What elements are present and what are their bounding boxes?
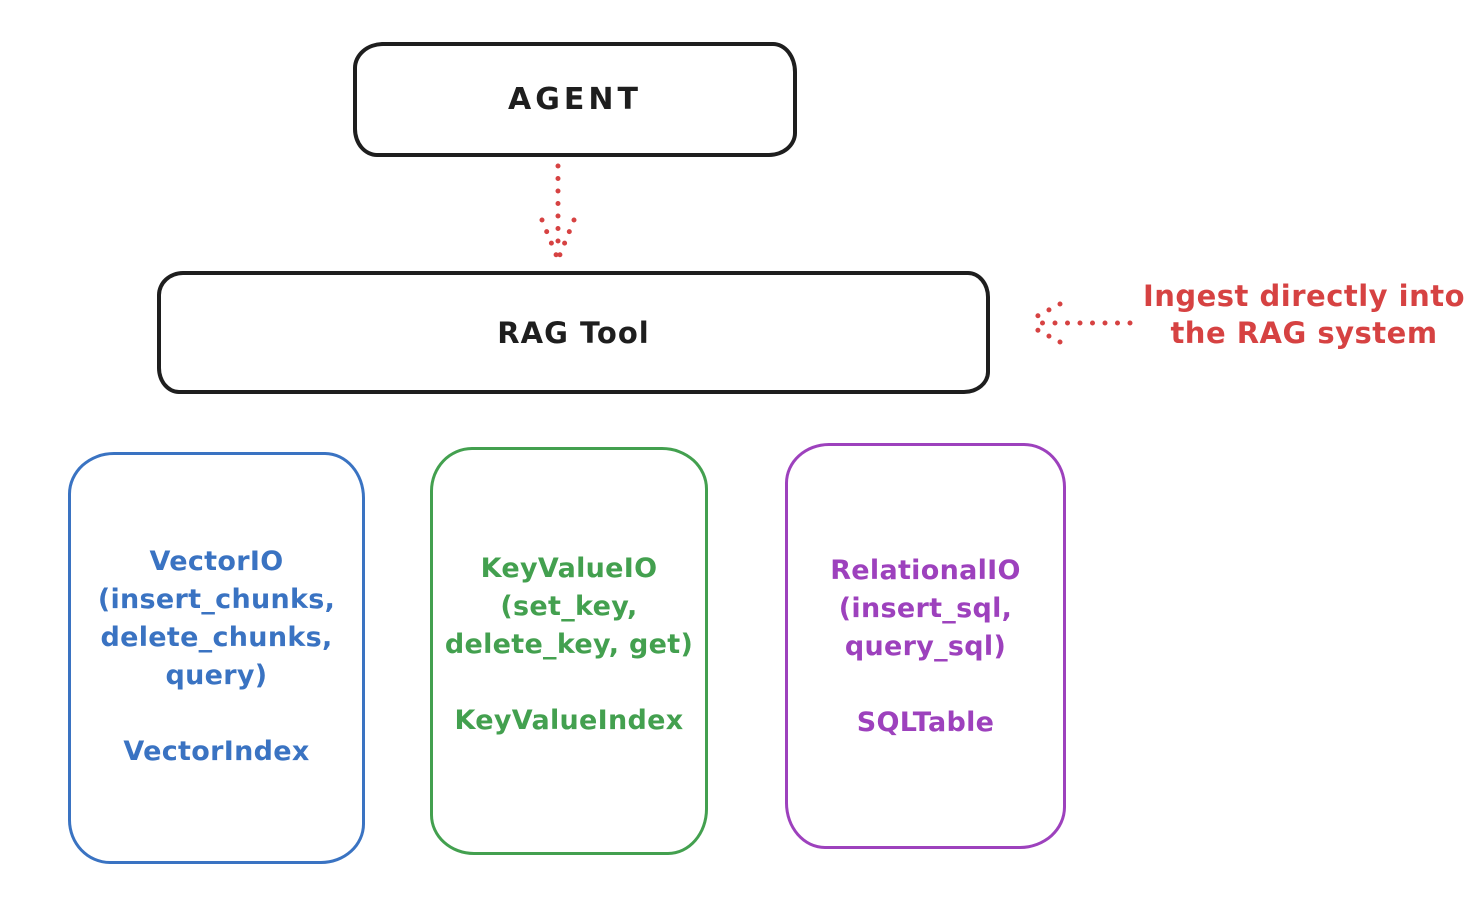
vector-io-box[interactable]: VectorIO (insert_chunks, delete_chunks, … [68, 452, 365, 864]
dotted-arrow-down-icon[interactable] [524, 158, 592, 266]
backend-line: KeyValueIO [480, 553, 658, 584]
backend-line: (insert_chunks, [97, 584, 336, 615]
sql-table-label: SQLTable [856, 707, 995, 738]
agent-node[interactable]: AGENT [353, 42, 797, 157]
backend-line: delete_key, get) [444, 629, 694, 660]
backend-line: query) [165, 660, 268, 691]
rag-tool-label: RAG Tool [497, 315, 650, 350]
backend-line: (set_key, [500, 591, 638, 622]
backend-line: delete_chunks, [100, 622, 333, 653]
rag-tool-node[interactable]: RAG Tool [157, 271, 990, 394]
spacer [71, 695, 362, 733]
relational-io-box[interactable]: RelationalIO (insert_sql, query_sql) SQL… [785, 443, 1066, 849]
spacer [433, 664, 705, 702]
relational-io-text: RelationalIO (insert_sql, query_sql) SQL… [788, 552, 1063, 742]
ingest-annotation-line1: Ingest directly into [1142, 279, 1466, 313]
vector-index-label: VectorIndex [123, 736, 310, 767]
agent-label: AGENT [508, 82, 642, 117]
backend-line: RelationalIO [830, 555, 1021, 586]
ingest-annotation: Ingest directly into the RAG system [1128, 278, 1480, 352]
backend-line: VectorIO [149, 546, 284, 577]
dotted-arrow-left-icon[interactable] [1014, 294, 1138, 352]
ingest-annotation-line2: the RAG system [1170, 316, 1438, 350]
keyvalue-io-text: KeyValueIO (set_key, delete_key, get) Ke… [433, 550, 705, 740]
backend-line: query_sql) [844, 631, 1007, 662]
vector-io-text: VectorIO (insert_chunks, delete_chunks, … [71, 543, 362, 771]
backend-line: (insert_sql, [838, 593, 1013, 624]
keyvalue-index-label: KeyValueIndex [454, 705, 684, 736]
keyvalue-io-box[interactable]: KeyValueIO (set_key, delete_key, get) Ke… [430, 447, 708, 855]
spacer [788, 666, 1063, 704]
